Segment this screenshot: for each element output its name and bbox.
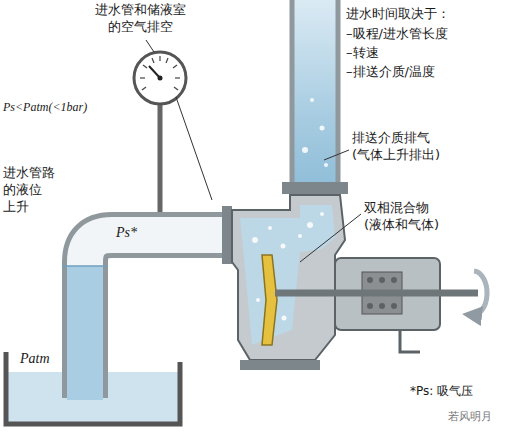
suction-pipe [85,235,228,398]
gauge-stem [158,104,163,212]
leader-line [300,214,361,262]
housing-foot [400,330,420,352]
gauge-pivot [158,76,163,81]
callout-text: 排送介质排气 (气体上升排出) [352,130,472,164]
gauge-ticks [140,56,180,90]
impeller [262,255,277,345]
pressure-note: Ps<Patm(<1bar) [3,100,87,116]
shaft [275,290,478,297]
note-heading: 进水时间取决于： [346,6,450,23]
pressure-symbol: Ps* [116,224,137,242]
callout-text: 进水管和储液室 的空气排空 [88,2,192,36]
callout-text: 双相混合物 (液体和气体) [364,200,484,234]
note-item: –转速 [346,45,379,62]
pressure-gauge [134,52,186,104]
pump-foot [240,360,320,370]
note-item: –吸程/进水管长度 [346,26,448,43]
leader-line [146,40,154,52]
suction-pipe-air [85,235,230,400]
discharge-flange [282,182,348,194]
water-level [62,265,108,267]
pump-casing [232,195,345,360]
suction-pipe-water [67,266,103,400]
casing-chamber [240,205,335,345]
discharge-pipe [292,0,338,188]
note-item: –排送介质/温度 [346,64,435,81]
inlet-flange [222,206,232,264]
pressure-symbol: Patm [20,350,50,368]
watermark: 若风明月 [448,410,492,424]
leader-line [324,150,349,160]
callout-text: 进水管路 的液位 上升 [3,165,57,216]
rising-gas [302,98,328,167]
footnote: *Ps: 吸气压 [410,384,473,400]
leader-line [176,97,212,200]
rotation-arrow [472,271,487,315]
